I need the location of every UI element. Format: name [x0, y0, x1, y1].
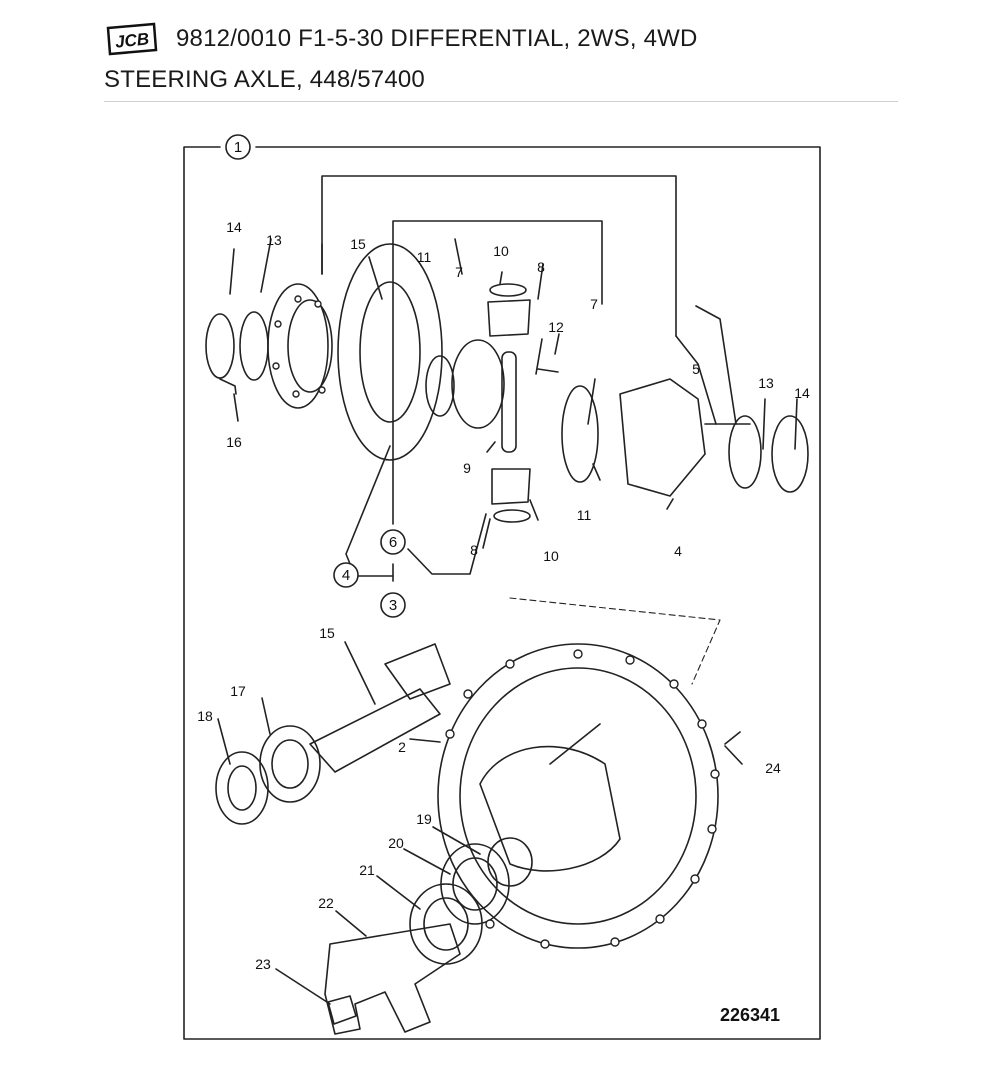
callout-label: 10 [543, 548, 559, 564]
page-title-line-1: 9812/0010 F1-5-30 DIFFERENTIAL, 2WS, 4WD [176, 25, 698, 52]
drawing-number: 226341 [720, 1005, 780, 1025]
callout-label: 20 [388, 835, 404, 851]
ref-label: 6 [389, 534, 397, 551]
ref-label: 1 [234, 139, 242, 156]
ref-circle-6 [380, 529, 406, 555]
jcb-logo: JCB [106, 22, 158, 56]
callout-label: 14 [226, 219, 242, 235]
page-title-line-2: STEERING AXLE, 448/57400 [104, 66, 425, 93]
callout-label: 21 [359, 862, 375, 878]
callout-label: 8 [537, 259, 545, 275]
callout-label: 19 [416, 811, 432, 827]
callout-label: 8 [470, 542, 478, 558]
callout-label: 7 [455, 264, 463, 280]
callout-label: 16 [226, 434, 242, 450]
callout-label: 9 [463, 460, 471, 476]
ref-label: 3 [389, 597, 397, 614]
callout-label: 13 [266, 232, 282, 248]
ref-circle-1 [225, 134, 251, 160]
callout-label: 5 [692, 361, 700, 377]
callout-label: 2 [398, 739, 406, 755]
callout-label: 17 [230, 683, 246, 699]
callout-label: 13 [758, 375, 774, 391]
ref-circle-3 [380, 592, 406, 618]
ref-circle-4 [333, 562, 359, 588]
callout-label: 18 [197, 708, 213, 724]
callout-label: 11 [577, 507, 592, 523]
ref-label: 4 [342, 567, 350, 584]
callout-label: 12 [548, 319, 564, 335]
callout-label: 22 [318, 895, 334, 911]
callout-label: 24 [765, 760, 781, 776]
callout-label: 23 [255, 956, 271, 972]
callout-label: 10 [493, 243, 509, 259]
callout-label: 15 [350, 236, 366, 252]
callout-label: 11 [417, 249, 432, 265]
exploded-parts-diagram: 1 3 4 6 14 13 15 11 7 10 8 12 7 5 13 14 … [183, 134, 821, 1040]
callout-label: 14 [794, 385, 810, 401]
callout-label: 15 [319, 625, 335, 641]
callout-label: 4 [674, 543, 682, 559]
svg-text:JCB: JCB [114, 29, 150, 51]
header-divider [104, 101, 898, 102]
callout-label: 7 [590, 296, 598, 312]
